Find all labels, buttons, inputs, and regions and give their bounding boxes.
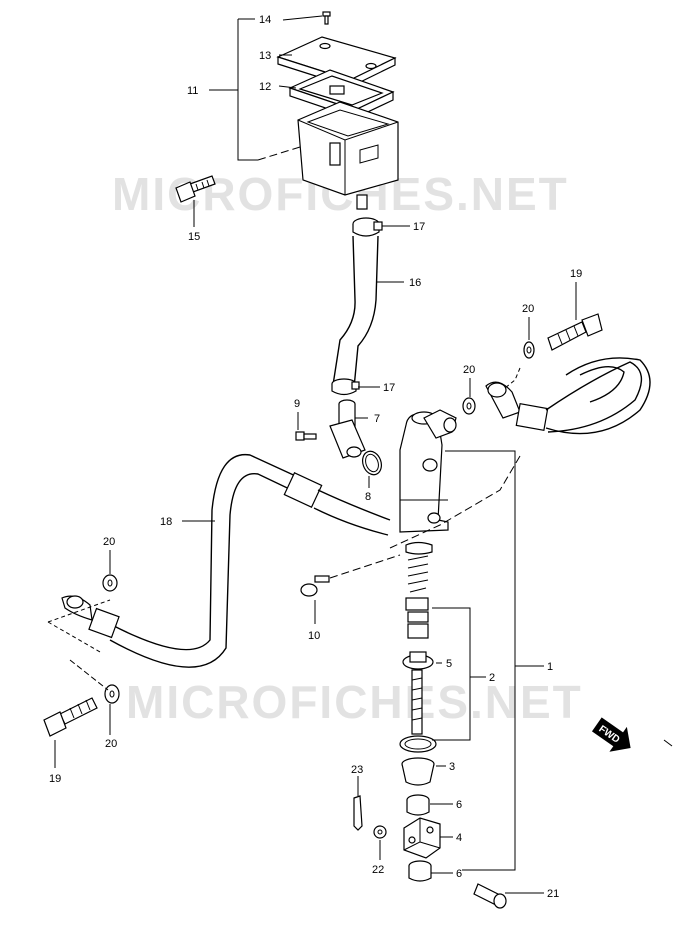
- callout-9: 9: [294, 398, 300, 410]
- reservoir-body-11: [297, 101, 399, 210]
- callout-14: 14: [259, 14, 271, 26]
- callout-22: 22: [372, 864, 384, 876]
- nut-6-lower: [408, 860, 432, 882]
- washer-22: [373, 825, 387, 839]
- washer-20-a: [523, 341, 535, 359]
- callout-20-a: 20: [522, 303, 534, 315]
- piston-assembly-2: [405, 597, 429, 639]
- reservoir-hose-16: [332, 235, 379, 389]
- washer-20-b: [462, 397, 476, 415]
- push-rod-5: [402, 651, 434, 735]
- callout-3: 3: [449, 761, 455, 773]
- callout-8: 8: [365, 491, 371, 503]
- master-cylinder-body-1: [399, 409, 457, 533]
- callout-20-d: 20: [105, 738, 117, 750]
- snap-ring: [399, 735, 437, 753]
- callout-5: 5: [446, 658, 452, 670]
- inlet-screw-9: [295, 431, 317, 441]
- callout-21: 21: [547, 888, 559, 900]
- callout-11: 11: [187, 85, 198, 97]
- callout-19-left: 19: [49, 773, 61, 785]
- callout-17-bottom: 17: [383, 382, 395, 394]
- leader-lines: [47, 15, 673, 894]
- clevis-pin-21: [473, 883, 507, 909]
- reservoir-screw-14: [322, 11, 331, 25]
- o-ring-8: [361, 450, 383, 476]
- hose-clamp-17-bottom: [331, 378, 360, 396]
- banjo-bolt-19-left: [43, 697, 98, 737]
- callout-4: 4: [456, 832, 462, 844]
- callout-1: 1: [547, 661, 553, 673]
- callout-17-top: 17: [413, 221, 425, 233]
- callout-23: 23: [351, 764, 363, 776]
- callout-7: 7: [374, 413, 380, 425]
- forward-arrow-icon: FWD: [591, 717, 631, 752]
- hose-clamp-17-top: [352, 217, 383, 237]
- return-spring: [405, 541, 433, 593]
- inlet-fitting-7: [329, 399, 366, 459]
- callout-16: 16: [409, 277, 421, 289]
- callout-13: 13: [259, 50, 271, 62]
- washer-20-c: [102, 574, 118, 592]
- callout-labels: 14 13 12 11 15 17 16 17 19 20 20 9 7 8 1…: [49, 14, 582, 900]
- callout-6-upper: 6: [456, 799, 462, 811]
- callout-10: 10: [308, 630, 320, 642]
- callout-20-c: 20: [103, 536, 115, 548]
- callout-20-b: 20: [463, 364, 475, 376]
- callout-15: 15: [188, 231, 200, 243]
- callout-19-right: 19: [570, 268, 582, 280]
- cylinder-bolt-10: [300, 575, 330, 597]
- banjo-bolt-19-right: [547, 313, 603, 351]
- brake-hose-18: [61, 453, 391, 668]
- watermark-bottom: MICROFICHES.NET: [126, 676, 583, 728]
- callout-2: 2: [489, 672, 495, 684]
- callout-12: 12: [259, 81, 271, 93]
- mounting-bolt-15: [175, 175, 216, 203]
- callout-18: 18: [160, 516, 172, 528]
- nut-6-upper: [406, 794, 430, 816]
- clevis-4: [403, 817, 441, 859]
- callout-6-lower: 6: [456, 868, 462, 880]
- washer-20-d: [104, 684, 120, 704]
- boot-3: [401, 757, 435, 786]
- cotter-pin-23: [353, 795, 363, 831]
- outlet-hose: [485, 357, 651, 435]
